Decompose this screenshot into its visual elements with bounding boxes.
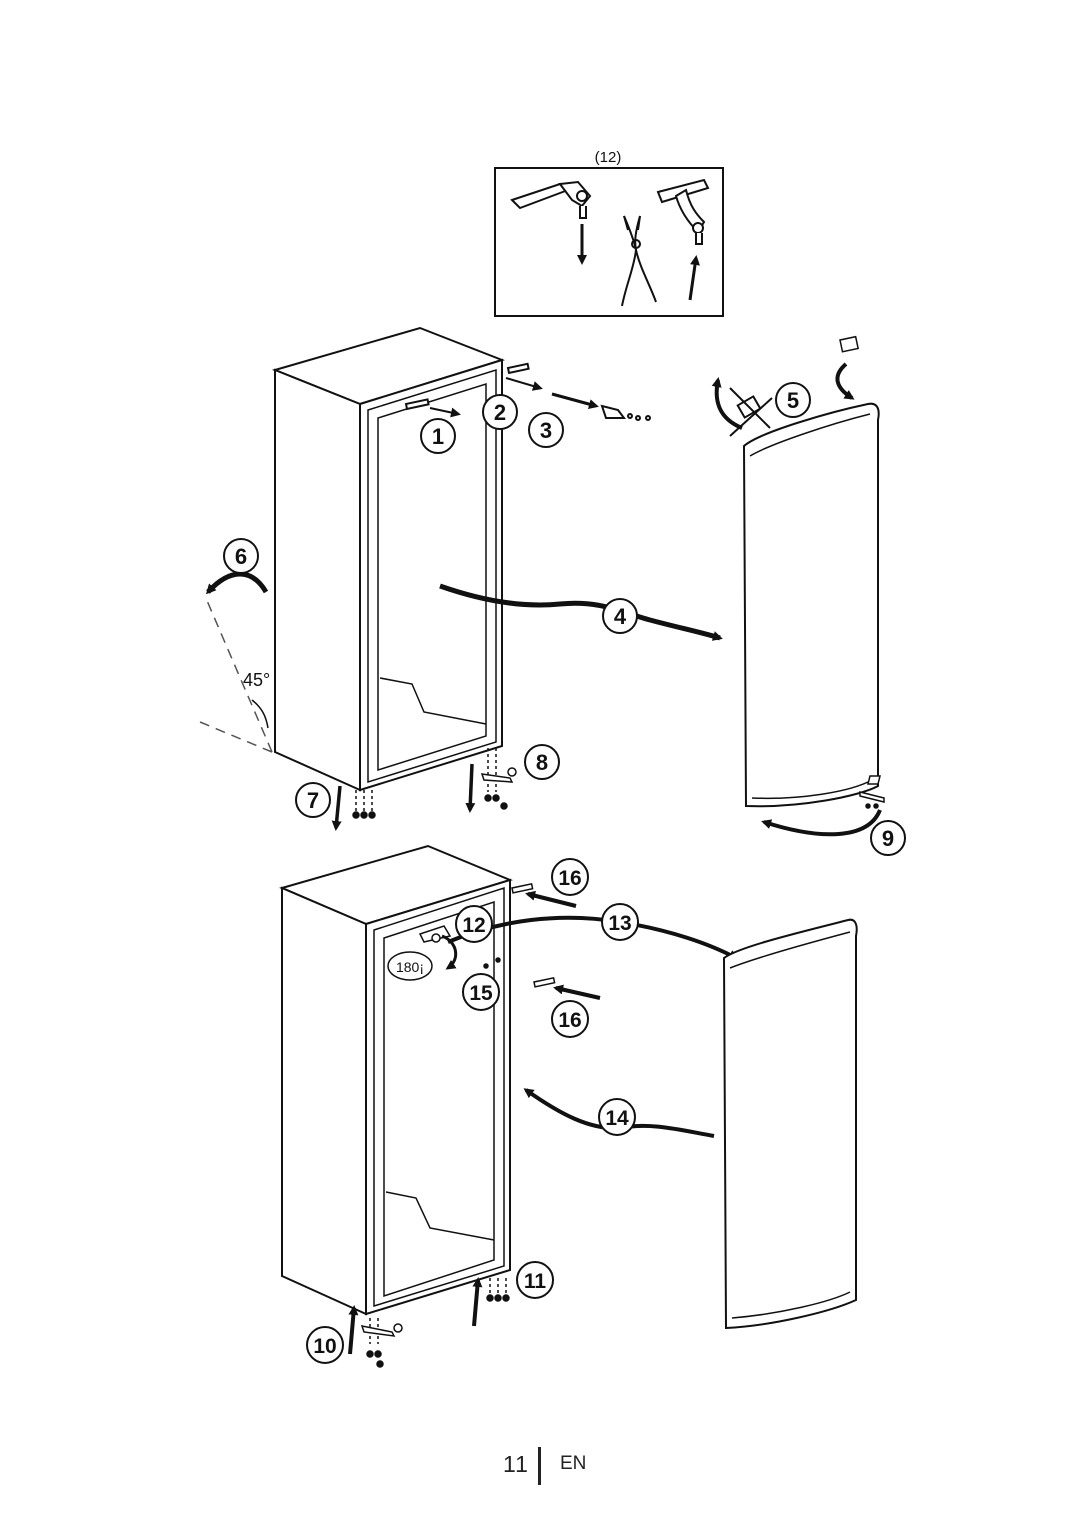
- rotation-label: 180¡: [396, 959, 424, 975]
- step-16-top: 16: [551, 858, 589, 896]
- step-13: 13: [601, 903, 639, 941]
- svg-text:15: 15: [469, 982, 493, 1005]
- svg-text:14: 14: [605, 1107, 629, 1130]
- step-11: 11: [516, 1261, 554, 1299]
- svg-text:16: 16: [558, 1009, 581, 1032]
- insert-arrow-icon: [553, 984, 601, 1000]
- rotation-badge: 180¡: [387, 951, 433, 981]
- bottom-screws-left: [352, 790, 376, 819]
- page-footer: 11 EN: [0, 1447, 1080, 1487]
- insert-arrow-icon: [525, 890, 577, 908]
- hinge-left-icon: [510, 180, 592, 219]
- angle-arc: [251, 699, 269, 729]
- step-14: 14: [598, 1098, 636, 1136]
- top-hinge-parts: [404, 362, 651, 421]
- door-top-parts: [839, 335, 885, 809]
- up-arrow-icon: [472, 1277, 483, 1327]
- rotate-arrow-icon: [711, 377, 743, 430]
- footer-divider: [538, 1447, 541, 1485]
- step-1: 1: [420, 418, 456, 454]
- step-12: 12: [455, 905, 493, 943]
- step-4: 4: [602, 598, 638, 634]
- svg-text:11: 11: [524, 1270, 547, 1293]
- step-3: 3: [528, 412, 564, 448]
- step-2: 2: [482, 394, 518, 430]
- svg-text:7: 7: [307, 788, 319, 813]
- svg-text:3: 3: [540, 418, 552, 443]
- step-6: 6: [223, 538, 259, 574]
- up-arrow-icon: [348, 1305, 359, 1355]
- cabinet-bottom: [279, 844, 513, 1316]
- step-10: 10: [306, 1326, 344, 1364]
- step-15: 15: [462, 973, 500, 1011]
- inset-label: (12): [595, 149, 622, 166]
- down-arrow-icon: [331, 785, 342, 831]
- tilt-arrow-icon: [205, 571, 269, 595]
- svg-text:12: 12: [462, 914, 485, 937]
- step-5: 5: [775, 382, 811, 418]
- step-8: 8: [524, 744, 560, 780]
- up-arrow-icon: [688, 255, 700, 301]
- language-code: EN: [560, 1453, 587, 1474]
- svg-text:2: 2: [494, 400, 506, 425]
- svg-text:8: 8: [536, 750, 548, 775]
- step-numbers: 1 2 3 4 5 6 7 8 9 10 11 12 13 14 15 16 1…: [223, 382, 906, 1364]
- svg-text:6: 6: [235, 544, 247, 569]
- angle-label: 45°: [243, 670, 270, 690]
- door-top: [742, 402, 880, 808]
- tilt-angle-guide: [199, 595, 273, 753]
- down-arrow-icon: [465, 763, 476, 813]
- svg-text:10: 10: [313, 1335, 336, 1358]
- svg-text:5: 5: [787, 388, 799, 413]
- svg-text:4: 4: [614, 604, 627, 629]
- transfer-arrow-4: [439, 583, 723, 641]
- svg-text:16: 16: [558, 867, 581, 890]
- rotate-180-icon: [441, 934, 458, 970]
- cabinet-top: [271, 326, 506, 792]
- bottom-screws-right: [486, 1278, 510, 1302]
- door-bottom: [722, 918, 858, 1330]
- svg-text:1: 1: [432, 424, 444, 449]
- pliers-icon: [621, 215, 657, 307]
- page-number: 11: [503, 1451, 529, 1477]
- hinge-right-icon: [656, 178, 710, 245]
- step-7: 7: [295, 782, 331, 818]
- rotate-arrow-icon: [761, 809, 882, 837]
- rotate-arrow-icon: [835, 362, 855, 400]
- bottom-hinge-lower: [360, 1318, 403, 1368]
- step-16-bottom: 16: [551, 1000, 589, 1038]
- svg-text:9: 9: [882, 826, 894, 851]
- step-9: 9: [870, 820, 906, 856]
- svg-text:13: 13: [608, 912, 631, 935]
- inset-box: (12): [494, 149, 724, 317]
- bottom-cabinet-parts: [418, 882, 556, 988]
- do-not-icon: [729, 387, 773, 437]
- bottom-hinge-parts: [480, 748, 517, 810]
